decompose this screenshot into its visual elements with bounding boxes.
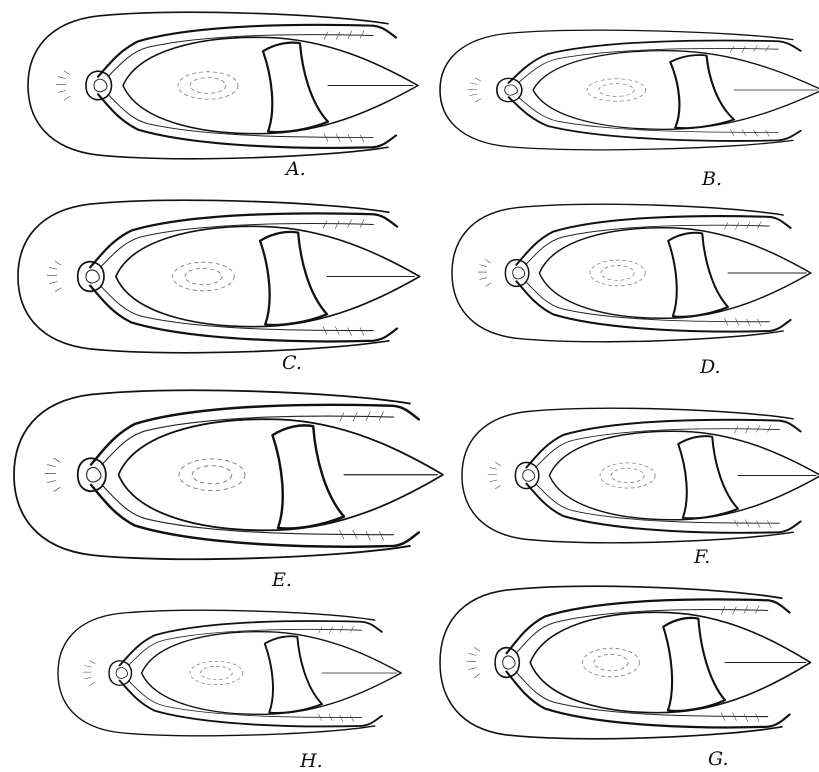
- figure-label-c: C.: [282, 354, 302, 373]
- figure-d-drawing: [452, 204, 811, 341]
- figure-a-drawing: [28, 12, 418, 158]
- figure-label-d: D.: [700, 358, 721, 377]
- figure-label-a: A.: [286, 160, 306, 179]
- figure-e-drawing: [14, 390, 443, 559]
- figure-b-drawing: [440, 30, 819, 150]
- figure-label-e: E.: [272, 571, 292, 590]
- figure-c-drawing: [18, 200, 420, 352]
- figure-h-drawing: [58, 610, 401, 736]
- figure-g-drawing: [440, 586, 811, 738]
- figure-label-f: F.: [694, 548, 710, 567]
- figure-label-g: G.: [708, 750, 729, 769]
- figure-label-h: H.: [300, 752, 323, 771]
- figure-f-drawing: [462, 408, 819, 542]
- figure-label-b: B.: [702, 170, 722, 189]
